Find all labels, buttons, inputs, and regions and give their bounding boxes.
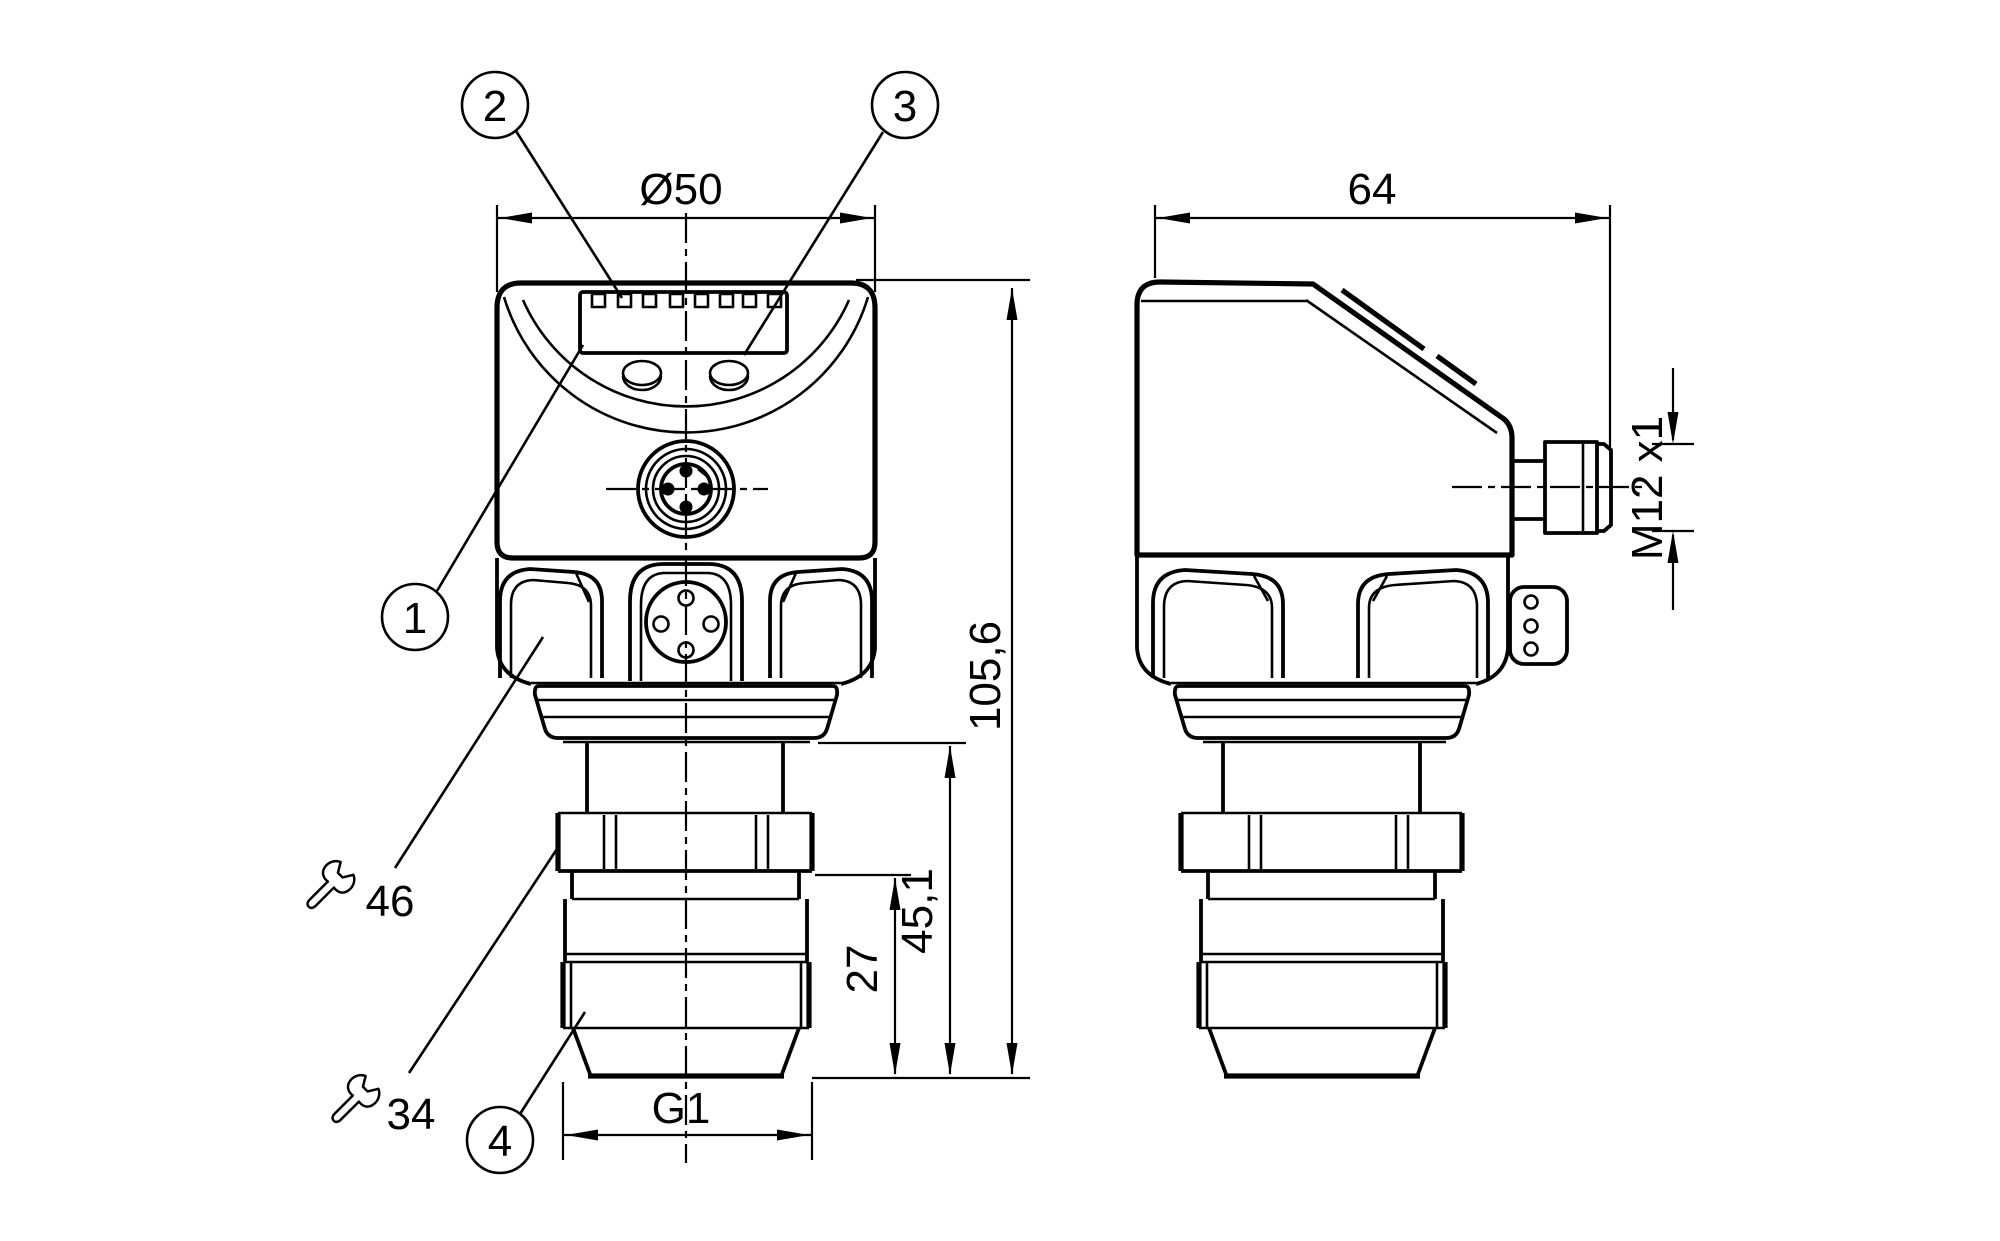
side-body-right-curve <box>1475 555 1510 686</box>
dimensions: Ø50 64 105,6 45,1 <box>495 165 1694 1160</box>
wrench-icon <box>306 859 356 910</box>
housing-outline <box>494 280 878 561</box>
callouts: 2 3 1 4 <box>380 70 940 1175</box>
neck-cylinder <box>585 742 785 813</box>
process-thread-g1 <box>560 962 812 1079</box>
callout-4: 4 <box>465 1011 587 1175</box>
dimension-process-thread: G1 <box>561 1082 814 1160</box>
grip-right <box>768 567 874 678</box>
dimension-thread-height: 27 <box>815 873 911 1075</box>
dim-label-height-105-6: 105,6 <box>961 621 1010 731</box>
side-view <box>1134 279 1648 1079</box>
grip-left <box>498 567 604 678</box>
hex-nut-46 <box>531 681 841 744</box>
callout-3: 3 <box>742 70 940 356</box>
display-bezel-inner-arc <box>521 299 851 408</box>
callout-2-label: 2 <box>483 82 507 131</box>
wrench-46-label: 46 <box>366 877 415 926</box>
dimension-total-height: 105,6 <box>812 278 1030 1080</box>
dim-label-depth-64: 64 <box>1348 165 1397 214</box>
dimension-lower-height: 45,1 <box>818 741 966 1075</box>
vent-tab <box>1508 585 1569 666</box>
dimension-housing-depth: 64 <box>1153 165 1612 447</box>
dim-label-diameter-50: Ø50 <box>639 165 722 214</box>
side-housing-outline <box>1134 279 1515 558</box>
lcd-display <box>578 290 789 355</box>
dimension-connector-thread: M12 x1 <box>1623 368 1694 610</box>
side-slope-inner-line <box>1305 298 1498 435</box>
wrench-size-34: 34 <box>331 848 559 1139</box>
dim-label-height-27: 27 <box>838 945 887 994</box>
front-view <box>494 213 878 1163</box>
pushbutton-left <box>621 359 663 392</box>
side-button-tab-2 <box>1435 353 1478 387</box>
m12-connector-side <box>1452 440 1648 535</box>
seal-section <box>563 871 809 964</box>
side-process-thread <box>1196 962 1448 1079</box>
side-grip-left <box>1151 568 1285 678</box>
hex-nut-34 <box>555 811 815 873</box>
wrench-34-label: 34 <box>387 1090 436 1139</box>
lower-connector-recess <box>628 562 744 681</box>
callout-2: 2 <box>460 70 624 299</box>
side-neck-cylinder <box>1221 742 1422 813</box>
side-button-tab-1 <box>1340 287 1426 352</box>
wrench-icon <box>331 1073 381 1124</box>
dimension-housing-diameter: Ø50 <box>495 165 877 292</box>
side-hex-nut-46 <box>1171 681 1476 744</box>
dim-label-m12x1: M12 x1 <box>1623 416 1672 560</box>
side-grip-right <box>1356 568 1490 678</box>
wrench-size-46: 46 <box>306 636 545 926</box>
callout-3-label: 3 <box>893 82 917 131</box>
side-hex-nut-34 <box>1178 811 1465 873</box>
dim-label-height-45-1: 45,1 <box>893 868 942 954</box>
callout-1: 1 <box>380 344 585 652</box>
body-right-curve <box>840 558 877 686</box>
dim-label-g1: G1 <box>652 1084 711 1133</box>
display-bezel-outer-arc <box>502 296 870 434</box>
m12-connector-face <box>606 439 768 539</box>
side-body-left-curve <box>1135 555 1172 686</box>
body-left-curve <box>495 558 532 686</box>
callout-1-label: 1 <box>403 594 427 643</box>
callout-4-label: 4 <box>488 1117 512 1166</box>
pushbutton-right <box>708 359 750 392</box>
side-seal-section <box>1199 871 1445 964</box>
